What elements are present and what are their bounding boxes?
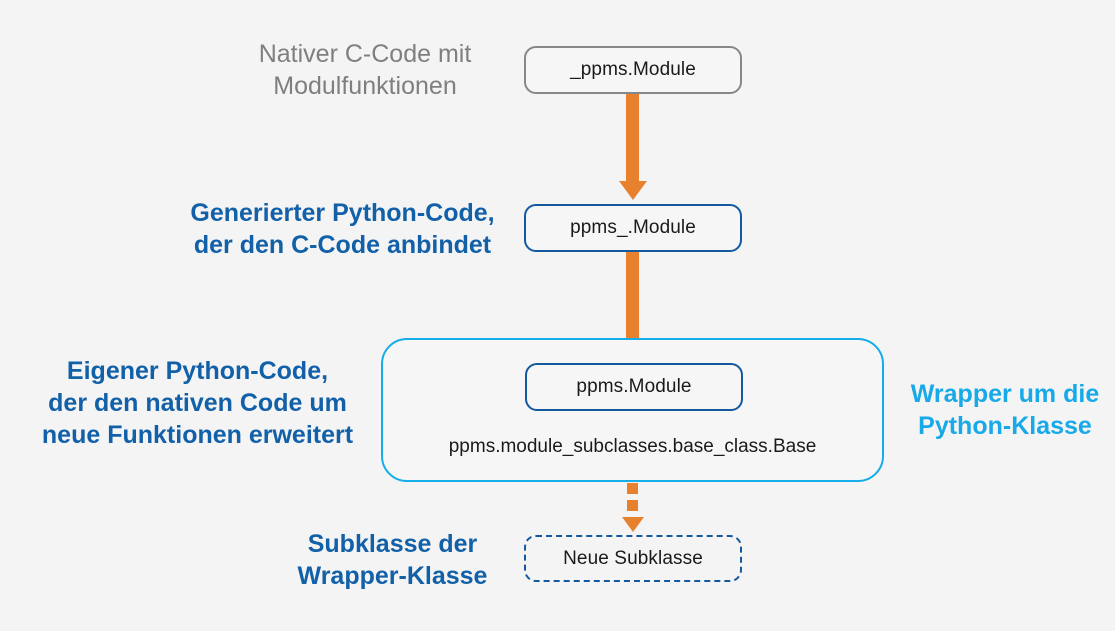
arrow-wrapper-to-subclass-dash-2 <box>627 500 638 511</box>
node-native-module-text: _ppms.Module <box>570 59 696 80</box>
arrow-wrapper-to-subclass-dash-1 <box>627 483 638 494</box>
node-wrapper-module[interactable]: ppms.Module <box>525 363 743 411</box>
node-generated-module-text: ppms_.Module <box>570 217 696 238</box>
label-wrapper: Wrapper um die Python-Klasse <box>910 380 1100 440</box>
wrapper-container[interactable]: ppms.Module ppms.module_subclasses.base_… <box>381 338 884 482</box>
label-own-python-code: Eigener Python-Code, der den nativen Cod… <box>41 357 354 449</box>
node-generated-module[interactable]: ppms_.Module <box>524 204 742 252</box>
node-new-subclass[interactable]: Neue Subklasse <box>524 535 742 582</box>
arrow-native-to-generated-head <box>618 181 647 200</box>
arrow-native-to-generated-shaft <box>626 94 639 181</box>
arrow-generated-to-wrapper-shaft <box>626 252 639 342</box>
node-native-module[interactable]: _ppms.Module <box>524 46 742 94</box>
label-subclass: Subklasse der Wrapper-Klasse <box>297 530 488 590</box>
label-native-c-code: Nativer C-Code mit Modulfunktionen <box>258 40 472 100</box>
node-new-subclass-text: Neue Subklasse <box>563 547 703 569</box>
wrapper-base-class-text: ppms.module_subclasses.base_class.Base <box>448 436 817 457</box>
label-generated-python-code: Generierter Python-Code, der den C-Code … <box>190 199 495 259</box>
arrow-wrapper-to-subclass-head <box>621 517 644 532</box>
node-wrapper-module-text: ppms.Module <box>576 376 692 397</box>
